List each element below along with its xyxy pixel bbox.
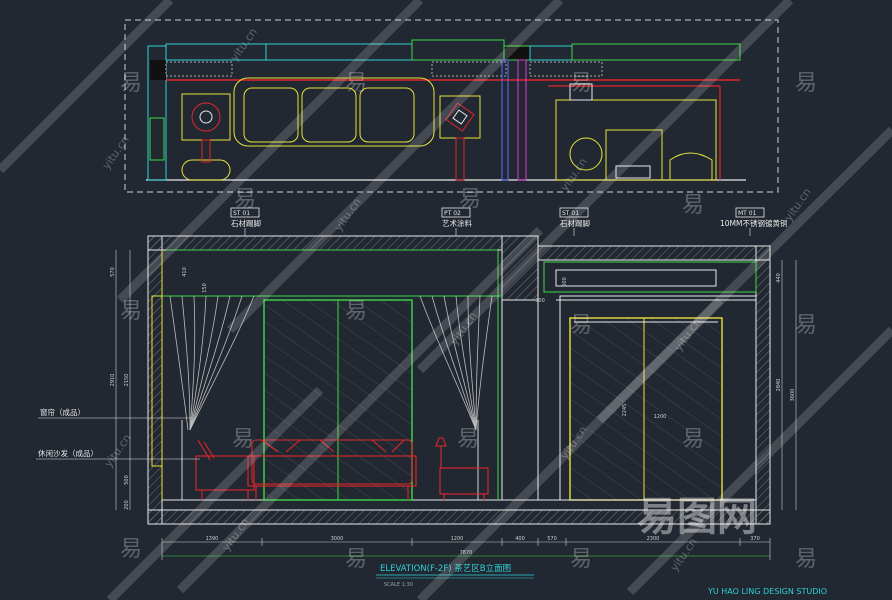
watermark-glyph: 易 <box>570 313 592 338</box>
dimension-value: 200 <box>124 500 130 510</box>
callout-text: 石材踢脚 <box>560 218 590 228</box>
sofa-label: 休闲沙发（成品） <box>38 448 98 458</box>
watermark-glyph: 易 <box>682 193 704 218</box>
dimension-value: 2150 <box>124 374 130 387</box>
watermark-brand: 易图网 <box>637 494 757 540</box>
dimension-value: 2300 <box>647 536 660 542</box>
watermark-glyph: 易 <box>570 547 592 572</box>
dimension-value: 150 <box>202 283 208 293</box>
watermark-glyph: 易 <box>682 427 704 452</box>
dimension-values: 1390 3000 1200 400 570 2300 370 7870 570… <box>110 267 796 556</box>
dimension-value: 440 <box>776 273 782 283</box>
title-block: ELEVATION(F-2F) 茶艺区B立面图 SCALE 1:30 YU HA… <box>376 563 827 596</box>
dimension-value: 3600 <box>790 389 796 402</box>
callout-text: 艺术涂料 <box>442 218 472 228</box>
drawing-title: ELEVATION(F-2F) 茶艺区B立面图 <box>380 563 511 574</box>
watermark-glyph: 易 <box>345 71 367 96</box>
dimension-value: 1390 <box>206 536 219 542</box>
callout-code: MT 01 <box>738 210 757 217</box>
watermark-glyph: 易 <box>795 313 817 338</box>
curtain-label: 窗帘（成品） <box>40 407 85 417</box>
watermark-glyph: 易 <box>232 427 254 452</box>
dimension-value: 570 <box>110 267 116 277</box>
dimension-value: 3000 <box>331 536 344 542</box>
callout-art-paint: PT 02 艺术涂料 <box>441 207 472 236</box>
watermark-glyph: 易 <box>120 537 142 562</box>
material-callouts: ST 01 石材踢脚 PT 02 艺术涂料 ST 01 石材踢脚 MT 01 1… <box>230 207 788 236</box>
dimension-lines <box>115 250 797 560</box>
watermark-glyph: 易 <box>120 299 142 324</box>
watermark-glyph: 易 <box>345 547 367 572</box>
watermark-glyph: 易 <box>795 71 817 96</box>
dimension-value: 370 <box>750 536 760 542</box>
dimension-value: 1200 <box>654 414 667 420</box>
side-labels: 窗帘（成品） 休闲沙发（成品） <box>36 407 200 460</box>
callout-text: 石材踢脚 <box>231 218 261 228</box>
dimension-value: 400 <box>515 536 525 542</box>
plan-view <box>124 19 779 193</box>
dimension-total: 7870 <box>460 550 473 556</box>
studio-name: YU HAO LING DESIGN STUDIO <box>707 587 827 596</box>
callout-stone-skirting-left: ST 01 石材踢脚 <box>230 207 261 236</box>
callout-stone-skirting-right: ST 01 石材踢脚 <box>559 207 590 236</box>
dimension-value: 570 <box>547 536 557 542</box>
callout-text: 10MM不锈钢镀黄铜 <box>720 218 788 228</box>
watermark-glyph: 易 <box>795 547 817 572</box>
dimension-value: 600 <box>562 277 568 287</box>
dimension-value: 1200 <box>451 536 464 542</box>
dimension-value: 410 <box>182 267 188 277</box>
callout-code: ST 01 <box>562 210 579 217</box>
watermark-glyph: 易 <box>457 427 479 452</box>
dimension-value: 2840 <box>776 379 782 392</box>
callout-metal-trim: MT 01 10MM不锈钢镀黄铜 <box>720 207 788 236</box>
dimension-value: 500 <box>124 475 130 485</box>
dimension-value: 300 <box>535 298 545 304</box>
callout-code: PT 02 <box>444 210 461 217</box>
dimension-value: 2910 <box>110 374 116 387</box>
drawing-scale: SCALE 1:30 <box>384 582 413 588</box>
callout-code: ST 01 <box>233 210 250 217</box>
watermark-glyph: 易 <box>459 187 481 212</box>
watermark-glyph: 易 <box>234 187 256 212</box>
watermark-glyph: 易 <box>120 71 142 96</box>
watermark-glyph: 易 <box>345 299 367 324</box>
dimension-value: 2245 <box>622 404 628 417</box>
elevation-view <box>147 235 771 525</box>
watermark-glyph: 易 <box>570 71 592 96</box>
